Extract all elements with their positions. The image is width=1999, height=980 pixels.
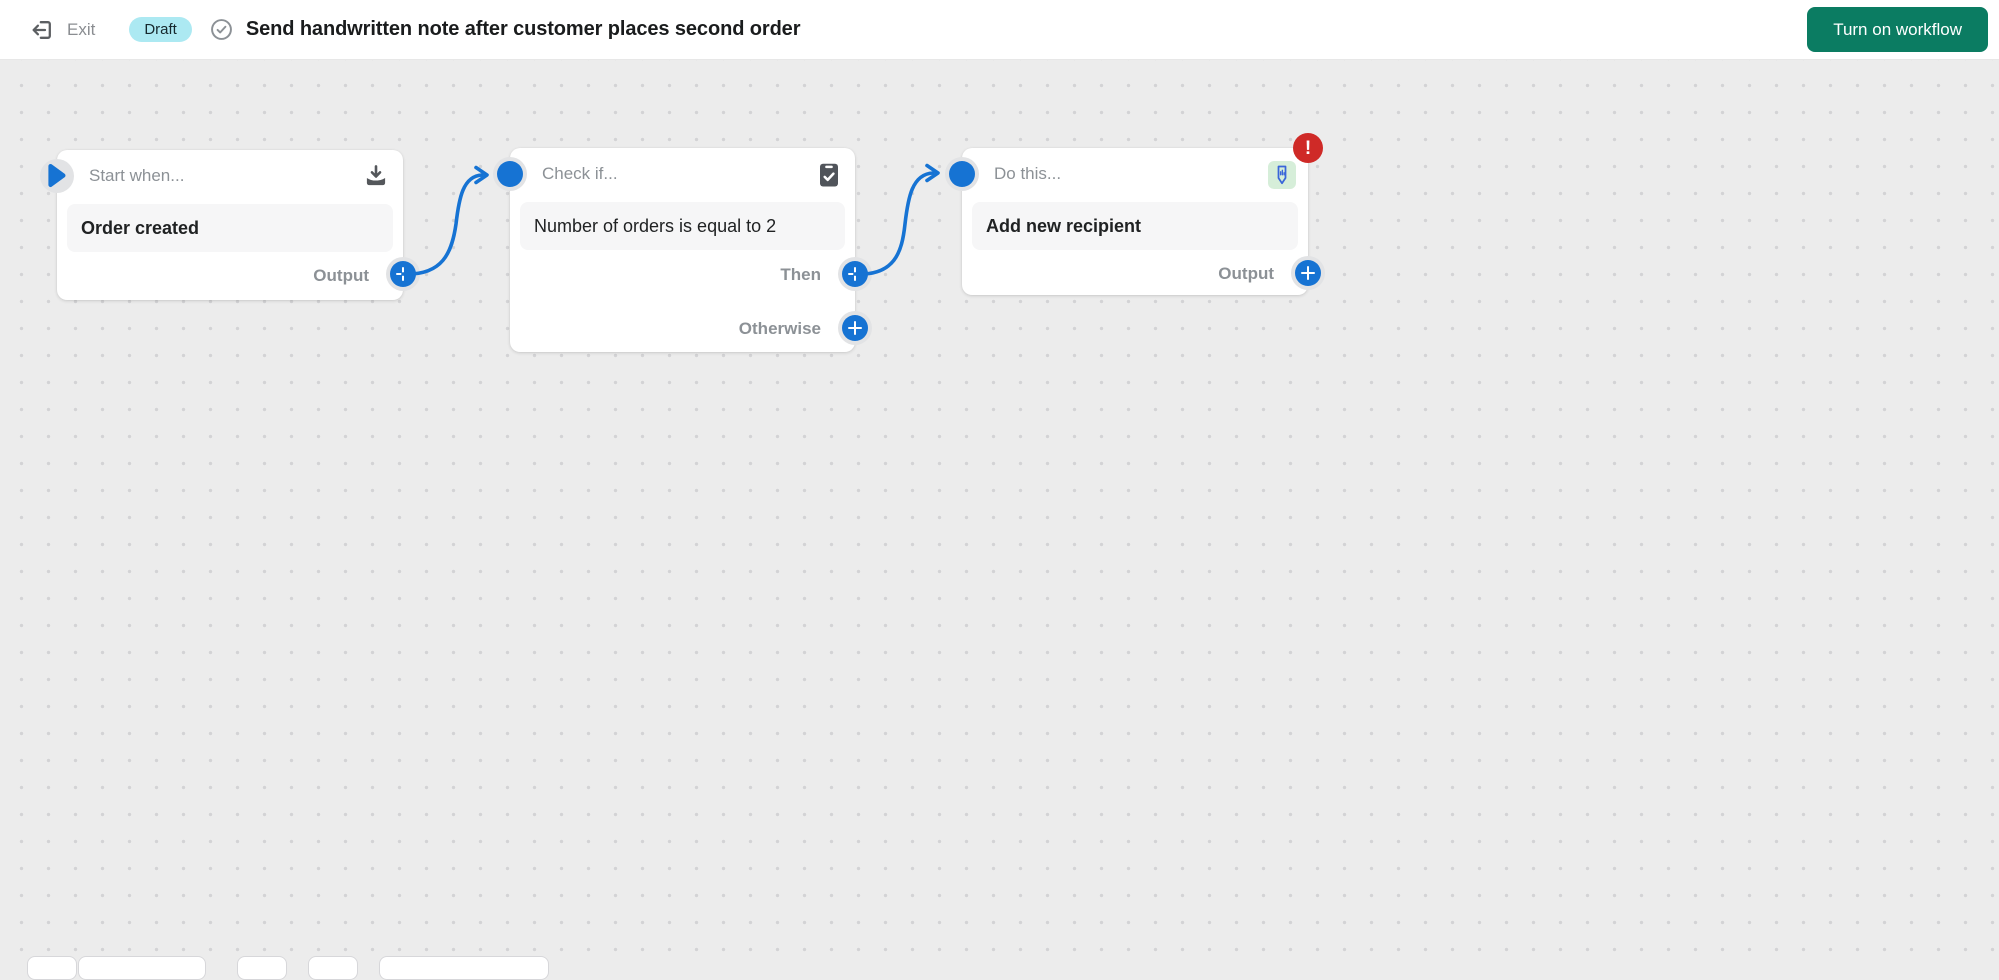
canvas-toolbar-button-4[interactable] <box>308 956 358 980</box>
action-value: Add new recipient <box>986 216 1141 237</box>
trigger-header-label: Start when... <box>89 166 363 186</box>
import-tray-icon[interactable] <box>363 163 389 189</box>
handwritten-note-app-icon[interactable] <box>1268 161 1296 189</box>
plus-icon <box>1295 260 1321 286</box>
connector-arrowhead-1 <box>476 168 487 183</box>
canvas-toolbar-button-2[interactable] <box>78 956 206 980</box>
canvas-toolbar-button-5[interactable] <box>379 956 549 980</box>
action-header-label: Do this... <box>994 164 1294 184</box>
page-title: Send handwritten note after customer pla… <box>246 18 801 41</box>
top-bar: Exit Draft Send handwritten note after c… <box>0 0 1999 60</box>
condition-otherwise-label: Otherwise <box>739 315 821 342</box>
action-add-step-button[interactable] <box>1291 256 1325 290</box>
condition-node[interactable]: Check if... Number of orders is equal to… <box>510 148 855 352</box>
condition-then-add-button[interactable] <box>838 257 872 291</box>
plus-icon <box>390 261 416 287</box>
action-value-field[interactable]: Add new recipient <box>972 202 1298 250</box>
clipboard-check-icon[interactable] <box>817 161 841 188</box>
action-input-port <box>945 157 979 191</box>
exit-button[interactable]: Exit <box>30 18 95 42</box>
connector-trigger-to-condition <box>403 175 482 274</box>
exit-label: Exit <box>67 20 95 40</box>
trigger-add-step-button[interactable] <box>386 257 420 291</box>
condition-value: Number of orders is equal to 2 <box>534 216 776 237</box>
exit-icon <box>30 18 54 42</box>
trigger-value-field[interactable]: Order created <box>67 204 393 252</box>
saved-check-icon <box>210 18 233 41</box>
action-output-label: Output <box>1218 260 1274 287</box>
condition-header-label: Check if... <box>542 164 817 184</box>
workflow-canvas[interactable]: Start when... Order created Output Check… <box>0 60 1999 966</box>
trigger-node[interactable]: Start when... Order created Output <box>57 150 403 300</box>
condition-input-port <box>493 157 527 191</box>
connector-then-to-action <box>855 173 933 274</box>
error-badge[interactable]: ! <box>1293 133 1323 163</box>
canvas-toolbar-button-1[interactable] <box>27 956 77 980</box>
condition-then-label: Then <box>780 261 821 288</box>
connector-arrowhead-2 <box>927 166 938 181</box>
condition-otherwise-add-button[interactable] <box>838 311 872 345</box>
condition-value-field[interactable]: Number of orders is equal to 2 <box>520 202 845 250</box>
trigger-value: Order created <box>81 218 199 239</box>
trigger-play-icon <box>45 163 67 194</box>
error-exclamation: ! <box>1305 139 1311 158</box>
canvas-toolbar-button-3[interactable] <box>237 956 287 980</box>
input-dot-icon <box>949 161 975 187</box>
trigger-output-label: Output <box>313 262 369 289</box>
plus-icon <box>842 261 868 287</box>
input-dot-icon <box>497 161 523 187</box>
turn-on-workflow-button[interactable]: Turn on workflow <box>1807 7 1988 52</box>
action-node[interactable]: ! Do this... Add new recipient Output <box>962 148 1308 295</box>
plus-icon <box>842 315 868 341</box>
status-badge: Draft <box>129 17 192 42</box>
